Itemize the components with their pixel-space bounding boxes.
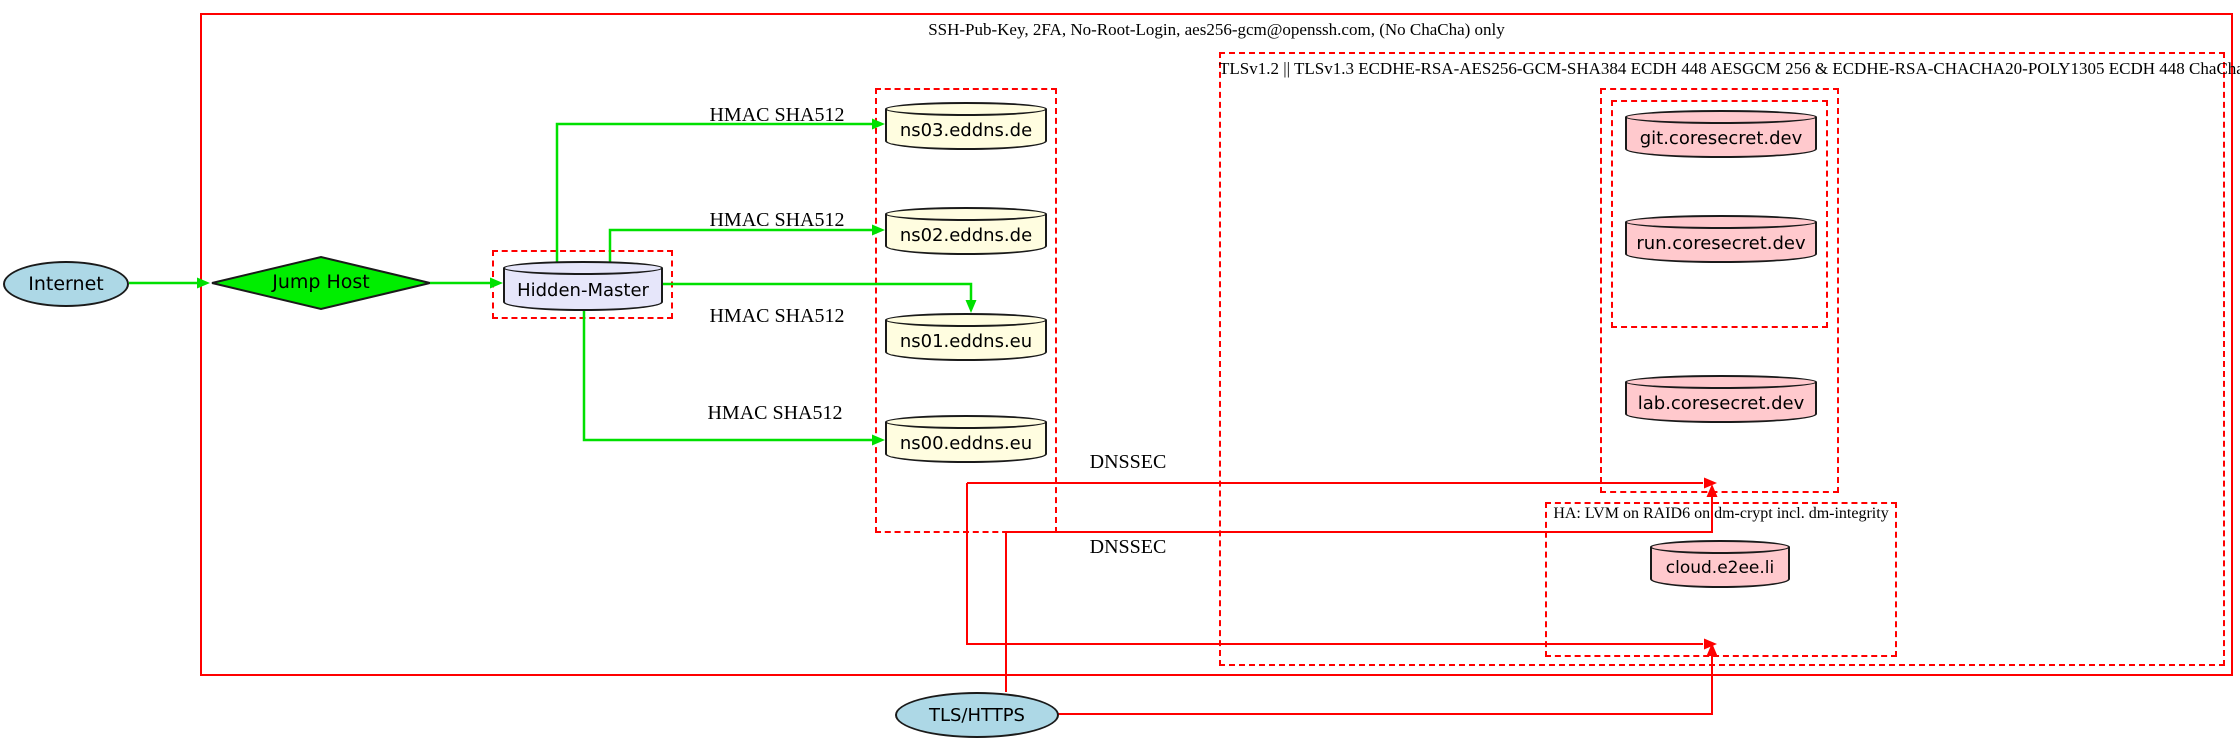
node-ns03: ns03.eddns.de [885, 102, 1047, 150]
node-cloud-e2ee: cloud.e2ee.li [1650, 540, 1790, 588]
arrowhead-ns02 [872, 224, 885, 236]
cylinder-top [1650, 540, 1790, 554]
arrowhead-coresecret-up [1706, 484, 1718, 497]
node-tls-https-label: TLS/HTTPS [928, 704, 1025, 726]
edge-hiddenmaster-ns03 [555, 122, 873, 262]
edge-label-hmac-ns00: HMAC SHA512 [707, 402, 843, 424]
tls-cluster-label: TLSv1.2 || TLSv1.3 ECDHE-RSA-AES256-GCM-… [1219, 59, 2240, 78]
cylinder-top [885, 313, 1047, 327]
arrowhead-ns03 [872, 118, 885, 130]
node-internet-label: Internet [28, 273, 104, 295]
cylinder-top [885, 415, 1047, 429]
ssh-cluster-box [200, 13, 2233, 676]
node-ns00: ns00.eddns.eu [885, 415, 1047, 463]
node-hidden-master: Hidden-Master [503, 261, 663, 311]
edge-label-dnssec-1: DNSSEC [1089, 451, 1167, 473]
edge-label-hmac-ns03: HMAC SHA512 [709, 104, 845, 126]
arrowhead-ha-up [1706, 643, 1718, 656]
arrowhead-jumphost [197, 277, 210, 289]
cylinder-top [1625, 110, 1817, 124]
node-git-coresecret: git.coresecret.dev [1625, 110, 1817, 158]
edge-hiddenmaster-ns02 [608, 228, 873, 262]
node-ns02: ns02.eddns.de [885, 207, 1047, 255]
edge-tlshttps-ha [1050, 656, 1713, 715]
edge-dnssec-ha [966, 483, 1703, 645]
red-edges [966, 482, 1713, 715]
cylinder-top [503, 261, 663, 275]
edge-label-hmac-ns01: HMAC SHA512 [709, 305, 845, 327]
green-arrowheads [197, 118, 977, 446]
red-arrowheads [1704, 477, 1718, 656]
node-ns01-label: ns01.eddns.eu [899, 330, 1033, 352]
node-cloud-label: cloud.e2ee.li [1665, 558, 1775, 578]
arrowhead-hiddenmaster [490, 277, 503, 289]
cylinder-top [885, 207, 1047, 221]
edge-label-hmac-ns02: HMAC SHA512 [709, 209, 845, 231]
node-jump-host-label: Jump Host [272, 271, 370, 293]
cylinder-top [1625, 215, 1817, 229]
cylinder-top [1625, 375, 1817, 389]
arrowhead-coresecret-right [1704, 477, 1717, 489]
green-edges [129, 122, 973, 442]
cylinder-body [885, 214, 1047, 255]
arrowhead-ns01 [965, 300, 977, 313]
node-internet: Internet [3, 261, 129, 307]
node-ns01: ns01.eddns.eu [885, 313, 1047, 361]
edge-label-dnssec-2: DNSSEC [1089, 536, 1167, 558]
edge-hiddenmaster-ns00 [582, 311, 873, 442]
node-lab-label: lab.coresecret.dev [1637, 392, 1805, 414]
coresecret-inner-cluster-box [1611, 100, 1828, 328]
tls-cluster-box [1219, 52, 2225, 666]
cylinder-body [503, 268, 663, 311]
node-lab-coresecret: lab.coresecret.dev [1625, 375, 1817, 423]
node-git-label: git.coresecret.dev [1639, 127, 1803, 149]
edge-hiddenmaster-ns01 [663, 282, 973, 301]
node-run-coresecret: run.coresecret.dev [1625, 215, 1817, 263]
coresecret-outer-cluster-box [1600, 88, 1839, 493]
node-hidden-master-label: Hidden-Master [517, 279, 649, 301]
node-tls-https: TLS/HTTPS [895, 692, 1059, 738]
arrowhead-ha-right [1704, 638, 1717, 650]
node-run-label: run.coresecret.dev [1636, 232, 1806, 254]
cylinder-top [885, 102, 1047, 116]
node-ns00-label: ns00.eddns.eu [899, 432, 1033, 454]
ha-cluster-box [1545, 502, 1897, 657]
edge-tlshttps-coresecret [1005, 497, 1713, 692]
ssh-cluster-label: SSH-Pub-Key, 2FA, No-Root-Login, aes256-… [928, 20, 1505, 39]
ha-cluster-label: HA: LVM on RAID6 on dm-crypt incl. dm-in… [1553, 505, 1889, 522]
node-ns03-label: ns03.eddns.de [899, 119, 1033, 141]
node-ns02-label: ns02.eddns.de [899, 224, 1033, 246]
arrowhead-ns00 [872, 434, 885, 446]
